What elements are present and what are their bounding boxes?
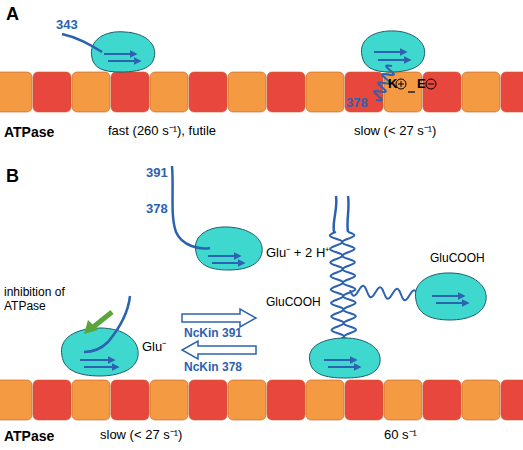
tubulin-subunit — [150, 72, 188, 112]
tubulin-subunit — [423, 380, 461, 420]
tubulin-subunit — [72, 72, 110, 112]
beta-strand — [108, 60, 140, 62]
beta-strand — [432, 295, 464, 297]
panel-label: A — [6, 4, 19, 25]
panel-label: NcKin 378 — [184, 361, 242, 375]
beta-strand — [378, 59, 410, 61]
panel-label: E — [417, 77, 426, 92]
beta-strand — [80, 359, 114, 361]
annotation: GluCOOH — [430, 252, 485, 266]
beta-strand — [436, 302, 468, 304]
tubulin-subunit — [111, 380, 149, 420]
tubulin-subunit — [111, 72, 149, 112]
annotation: slow (< 27 s⁻¹) — [354, 124, 436, 139]
annotation: Glu⁻ + 2 H⁺ — [266, 246, 329, 261]
negative-charge — [426, 79, 436, 89]
neck-strand — [172, 166, 210, 248]
panel-label: ATPase — [4, 124, 54, 140]
tubulin-subunit — [384, 72, 422, 112]
panel-label: 378 — [346, 96, 368, 111]
beta-strand — [84, 366, 118, 368]
panel-label: B — [6, 166, 19, 187]
annotation: fast (260 s⁻¹), futile — [108, 124, 216, 139]
panel-label: K — [388, 77, 397, 92]
panel-label: ATPase — [4, 428, 54, 444]
tubulin-subunit — [306, 380, 344, 420]
tubulin-subunit — [0, 380, 32, 420]
beta-strand — [328, 366, 360, 368]
beta-strand — [104, 53, 136, 55]
neck-strand — [347, 196, 348, 232]
microtubule — [0, 380, 523, 420]
tubulin-subunit — [189, 72, 227, 112]
salt-bridge — [408, 91, 415, 92]
motor-head — [309, 338, 380, 378]
inhibition-arrow — [92, 312, 112, 328]
neck-strand — [334, 196, 337, 232]
inhibition-arrow — [84, 320, 98, 334]
motor-head — [361, 31, 424, 72]
tubulin-subunit — [33, 72, 71, 112]
neck-strand — [84, 296, 130, 352]
tubulin-subunit — [462, 380, 500, 420]
annotation: Glu⁻ — [142, 340, 166, 355]
tubulin-subunit — [33, 380, 71, 420]
tubulin-subunit — [501, 380, 523, 420]
motor-head — [61, 328, 138, 376]
annotation: inhibition of ATPase — [4, 286, 84, 314]
beta-strand — [324, 359, 356, 361]
coiled-coil — [330, 196, 418, 340]
tubulin-subunit — [72, 380, 110, 420]
panel-label: 391 — [146, 166, 168, 181]
tubulin-subunit — [0, 72, 32, 112]
panel-label: 343 — [56, 18, 78, 33]
beta-strand — [212, 262, 244, 264]
microtubule — [0, 72, 523, 112]
tubulin-subunit — [384, 380, 422, 420]
tubulin-subunit — [189, 380, 227, 420]
negative-charge — [428, 84, 434, 85]
tubulin-subunit — [462, 72, 500, 112]
tubulin-subunit — [228, 72, 266, 112]
beta-strand — [208, 255, 240, 257]
forward-arrow — [182, 309, 256, 327]
annotation: 60 s⁻¹ — [384, 428, 417, 443]
tubulin-subunit — [267, 72, 305, 112]
panel-label: 378 — [146, 202, 168, 217]
tubulin-subunit — [150, 380, 188, 420]
tubulin-subunit — [501, 72, 523, 112]
helix-coil — [342, 232, 356, 340]
positive-charge — [396, 79, 406, 89]
tubulin-subunit — [345, 380, 383, 420]
tubulin-subunit — [306, 72, 344, 112]
helix-coil — [330, 232, 345, 340]
tubulin-subunit — [267, 380, 305, 420]
tubulin-subunit — [423, 72, 461, 112]
beta-strand — [374, 51, 406, 53]
motor-head — [415, 273, 486, 320]
neck-strand — [62, 34, 102, 52]
helix-coil — [350, 286, 418, 301]
panel-label: NcKin 391 — [184, 327, 242, 341]
annotation: GluCOOH — [266, 296, 321, 310]
reverse-arrow — [182, 341, 256, 359]
positive-charge — [398, 81, 404, 87]
tubulin-subunit — [228, 380, 266, 420]
annotation: slow (< 27 s⁻¹) — [100, 428, 182, 443]
